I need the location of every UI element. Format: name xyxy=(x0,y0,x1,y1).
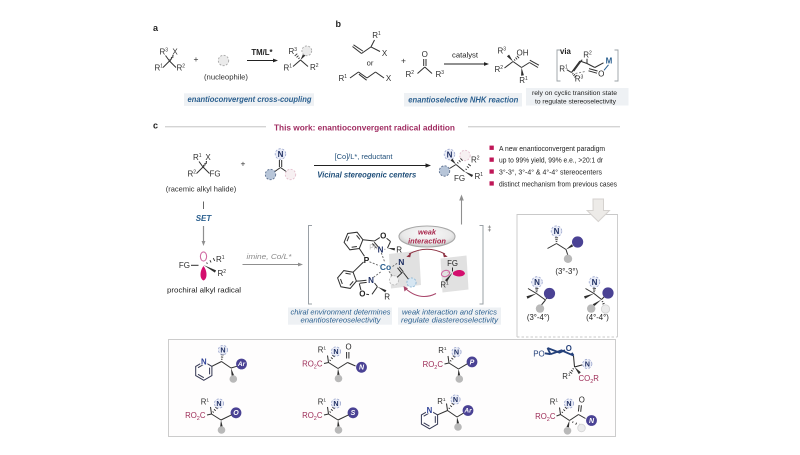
svg-text:interaction: interaction xyxy=(408,237,446,246)
svg-text:(3°-4°): (3°-4°) xyxy=(527,313,550,322)
svg-text:FG: FG xyxy=(179,261,190,270)
svg-text:X: X xyxy=(205,153,211,162)
svg-text:X: X xyxy=(386,74,392,83)
svg-text:P: P xyxy=(364,255,370,265)
svg-text:+: + xyxy=(194,54,199,64)
svg-text:to regulate stereoselectivity: to regulate stereoselectivity xyxy=(535,99,617,106)
svg-text:Co: Co xyxy=(380,262,391,272)
svg-text:R: R xyxy=(396,246,402,255)
svg-text:N: N xyxy=(453,395,458,404)
svg-text:regulate diastereoselectivity: regulate diastereoselectivity xyxy=(401,316,499,325)
svg-text:(3°-3°): (3°-3°) xyxy=(555,267,578,276)
svg-text:N: N xyxy=(566,399,571,408)
svg-text:Ph: Ph xyxy=(369,244,378,251)
svg-text:N: N xyxy=(278,150,284,159)
svg-text:N: N xyxy=(427,406,433,415)
svg-text:O: O xyxy=(359,289,365,298)
svg-text:rely on cyclic transition stat: rely on cyclic transition state xyxy=(532,90,617,97)
svg-text:N: N xyxy=(398,257,404,267)
svg-text:FG: FG xyxy=(447,259,458,268)
svg-text:imine, Co/L*: imine, Co/L* xyxy=(247,252,292,261)
svg-text:N: N xyxy=(447,150,453,159)
svg-text:FG: FG xyxy=(210,170,221,179)
svg-text:distinct mechanism from previo: distinct mechanism from previous cases xyxy=(499,182,617,189)
svg-text:TM/L*: TM/L* xyxy=(251,48,273,57)
svg-text:enantioconvergent cross-coupli: enantioconvergent cross-coupling xyxy=(188,95,312,104)
svg-text:b: b xyxy=(336,19,342,29)
svg-text:‡: ‡ xyxy=(487,224,491,233)
svg-text:N: N xyxy=(333,399,338,408)
svg-text:N: N xyxy=(333,347,338,356)
svg-text:O: O xyxy=(345,343,351,352)
svg-text:(racemic alkyl halide): (racemic alkyl halide) xyxy=(166,185,237,194)
svg-text:SET: SET xyxy=(196,214,213,223)
svg-text:prochiral alkyl radical: prochiral alkyl radical xyxy=(167,286,241,295)
svg-text:Ar: Ar xyxy=(463,408,472,415)
svg-text:Vicinal stereogenic centers: Vicinal stereogenic centers xyxy=(317,171,417,180)
svg-text:+: + xyxy=(401,56,406,66)
svg-text:R: R xyxy=(384,293,390,302)
svg-text:O: O xyxy=(598,70,604,79)
svg-text:N: N xyxy=(585,359,590,368)
svg-text:N: N xyxy=(534,278,540,287)
svg-text:via: via xyxy=(560,47,572,56)
svg-text:N: N xyxy=(368,276,374,285)
svg-text:[Co]/L*, reductant: [Co]/L*, reductant xyxy=(335,152,393,161)
svg-text:N: N xyxy=(201,357,207,366)
svg-text:(nucleophile): (nucleophile) xyxy=(204,73,248,82)
svg-text:O: O xyxy=(380,232,386,241)
svg-text:catalyst: catalyst xyxy=(452,51,478,60)
svg-text:3°-3°, 3°-4° & 4°-4° stereocen: 3°-3°, 3°-4° & 4°-4° stereocenters xyxy=(499,169,602,177)
svg-text:enantiostereoselectivity: enantiostereoselectivity xyxy=(301,316,382,325)
svg-text:c: c xyxy=(153,121,158,131)
svg-text:This work: enantioconvergent r: This work: enantioconvergent radical add… xyxy=(274,123,455,133)
svg-text:O: O xyxy=(233,410,239,417)
svg-text:O: O xyxy=(422,50,428,59)
svg-text:PO: PO xyxy=(533,350,545,359)
svg-text:M: M xyxy=(606,57,613,66)
svg-text:N: N xyxy=(554,227,560,236)
svg-text:(4°-4°): (4°-4°) xyxy=(586,313,609,322)
svg-text:S: S xyxy=(351,410,356,417)
svg-text:N: N xyxy=(216,399,221,408)
svg-text:enantioselective NHK reaction: enantioselective NHK reaction xyxy=(408,96,518,105)
svg-text:N: N xyxy=(454,348,459,357)
svg-text:up to 99% yield, 99% e.e., >20: up to 99% yield, 99% e.e., >20:1 dr xyxy=(499,158,604,165)
svg-text:+: + xyxy=(241,159,246,169)
svg-text:OH: OH xyxy=(517,49,529,58)
svg-text:Ar: Ar xyxy=(237,361,246,368)
svg-text:O: O xyxy=(579,395,585,404)
svg-text:N: N xyxy=(592,278,598,287)
svg-text:weak: weak xyxy=(418,228,437,237)
svg-text:A new enantioconvergent paradi: A new enantioconvergent paradigm xyxy=(499,146,605,153)
svg-text:or: or xyxy=(367,59,374,68)
svg-text:N: N xyxy=(220,346,225,355)
svg-text:X: X xyxy=(172,48,178,57)
svg-text:P: P xyxy=(470,359,475,366)
svg-text:FG: FG xyxy=(454,174,465,183)
svg-text:X: X xyxy=(382,49,388,58)
svg-text:O: O xyxy=(566,344,572,353)
